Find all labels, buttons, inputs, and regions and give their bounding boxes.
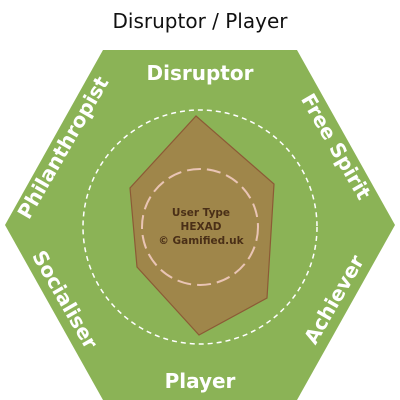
user-profile-shape (129, 115, 275, 336)
inner-dashed-circle (141, 168, 259, 286)
center-label-line3: © Gamified.uk (158, 235, 244, 247)
label-disruptor: Disruptor (147, 61, 254, 85)
center-label-line2: HEXAD (181, 221, 222, 233)
page-title: Disruptor / Player (112, 9, 288, 33)
outer-dashed-circle (82, 109, 318, 345)
center-label-line1: User Type (172, 207, 230, 219)
label-player: Player (165, 369, 236, 393)
